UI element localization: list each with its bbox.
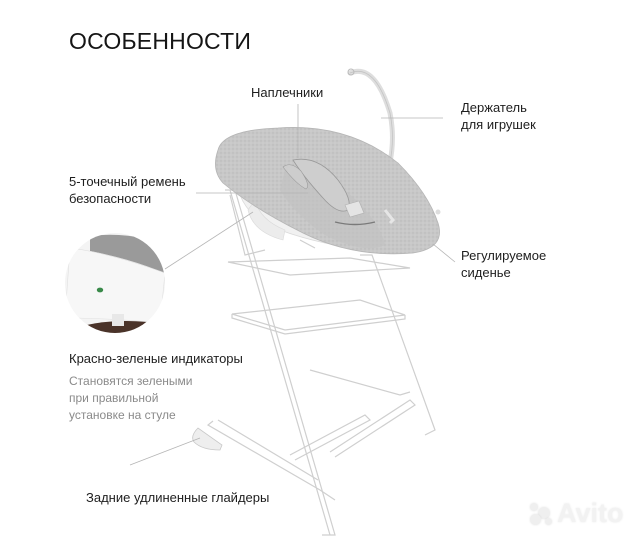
chair-frame (206, 189, 436, 536)
callout-harness-line1: 5-точечный ремень (69, 174, 186, 189)
callout-indicators: Красно-зеленые индикаторы (69, 351, 243, 366)
callout-toy-holder-line2: для игрушек (461, 117, 536, 132)
callout-gliders: Задние удлиненные глайдеры (86, 490, 270, 505)
callout-indicators-desc-line3: установке на стуле (69, 408, 176, 422)
avito-watermark: Avito (530, 498, 624, 529)
callout-indicators-desc-line1: Становятся зелеными (69, 374, 193, 388)
indicator-detail-circle (65, 233, 165, 333)
callout-indicators-desc-line2: при правильной (69, 391, 159, 405)
glider-foot (192, 427, 223, 451)
callout-harness-line2: безопасности (69, 191, 152, 206)
callout-adjustable-seat-line1: Регулируемое (461, 248, 547, 263)
green-indicator-dot (96, 287, 104, 293)
avito-wordmark: Avito (557, 498, 624, 528)
avito-logo-icon (530, 501, 554, 527)
callout-adjustable-seat-line2: сиденье (461, 265, 511, 280)
leader-lines (129, 104, 456, 466)
callout-shoulder-pads: Наплечники (251, 85, 324, 100)
page-title: ОСОБЕННОСТИ (69, 28, 252, 54)
callout-toy-holder-line1: Держатель (461, 100, 527, 115)
